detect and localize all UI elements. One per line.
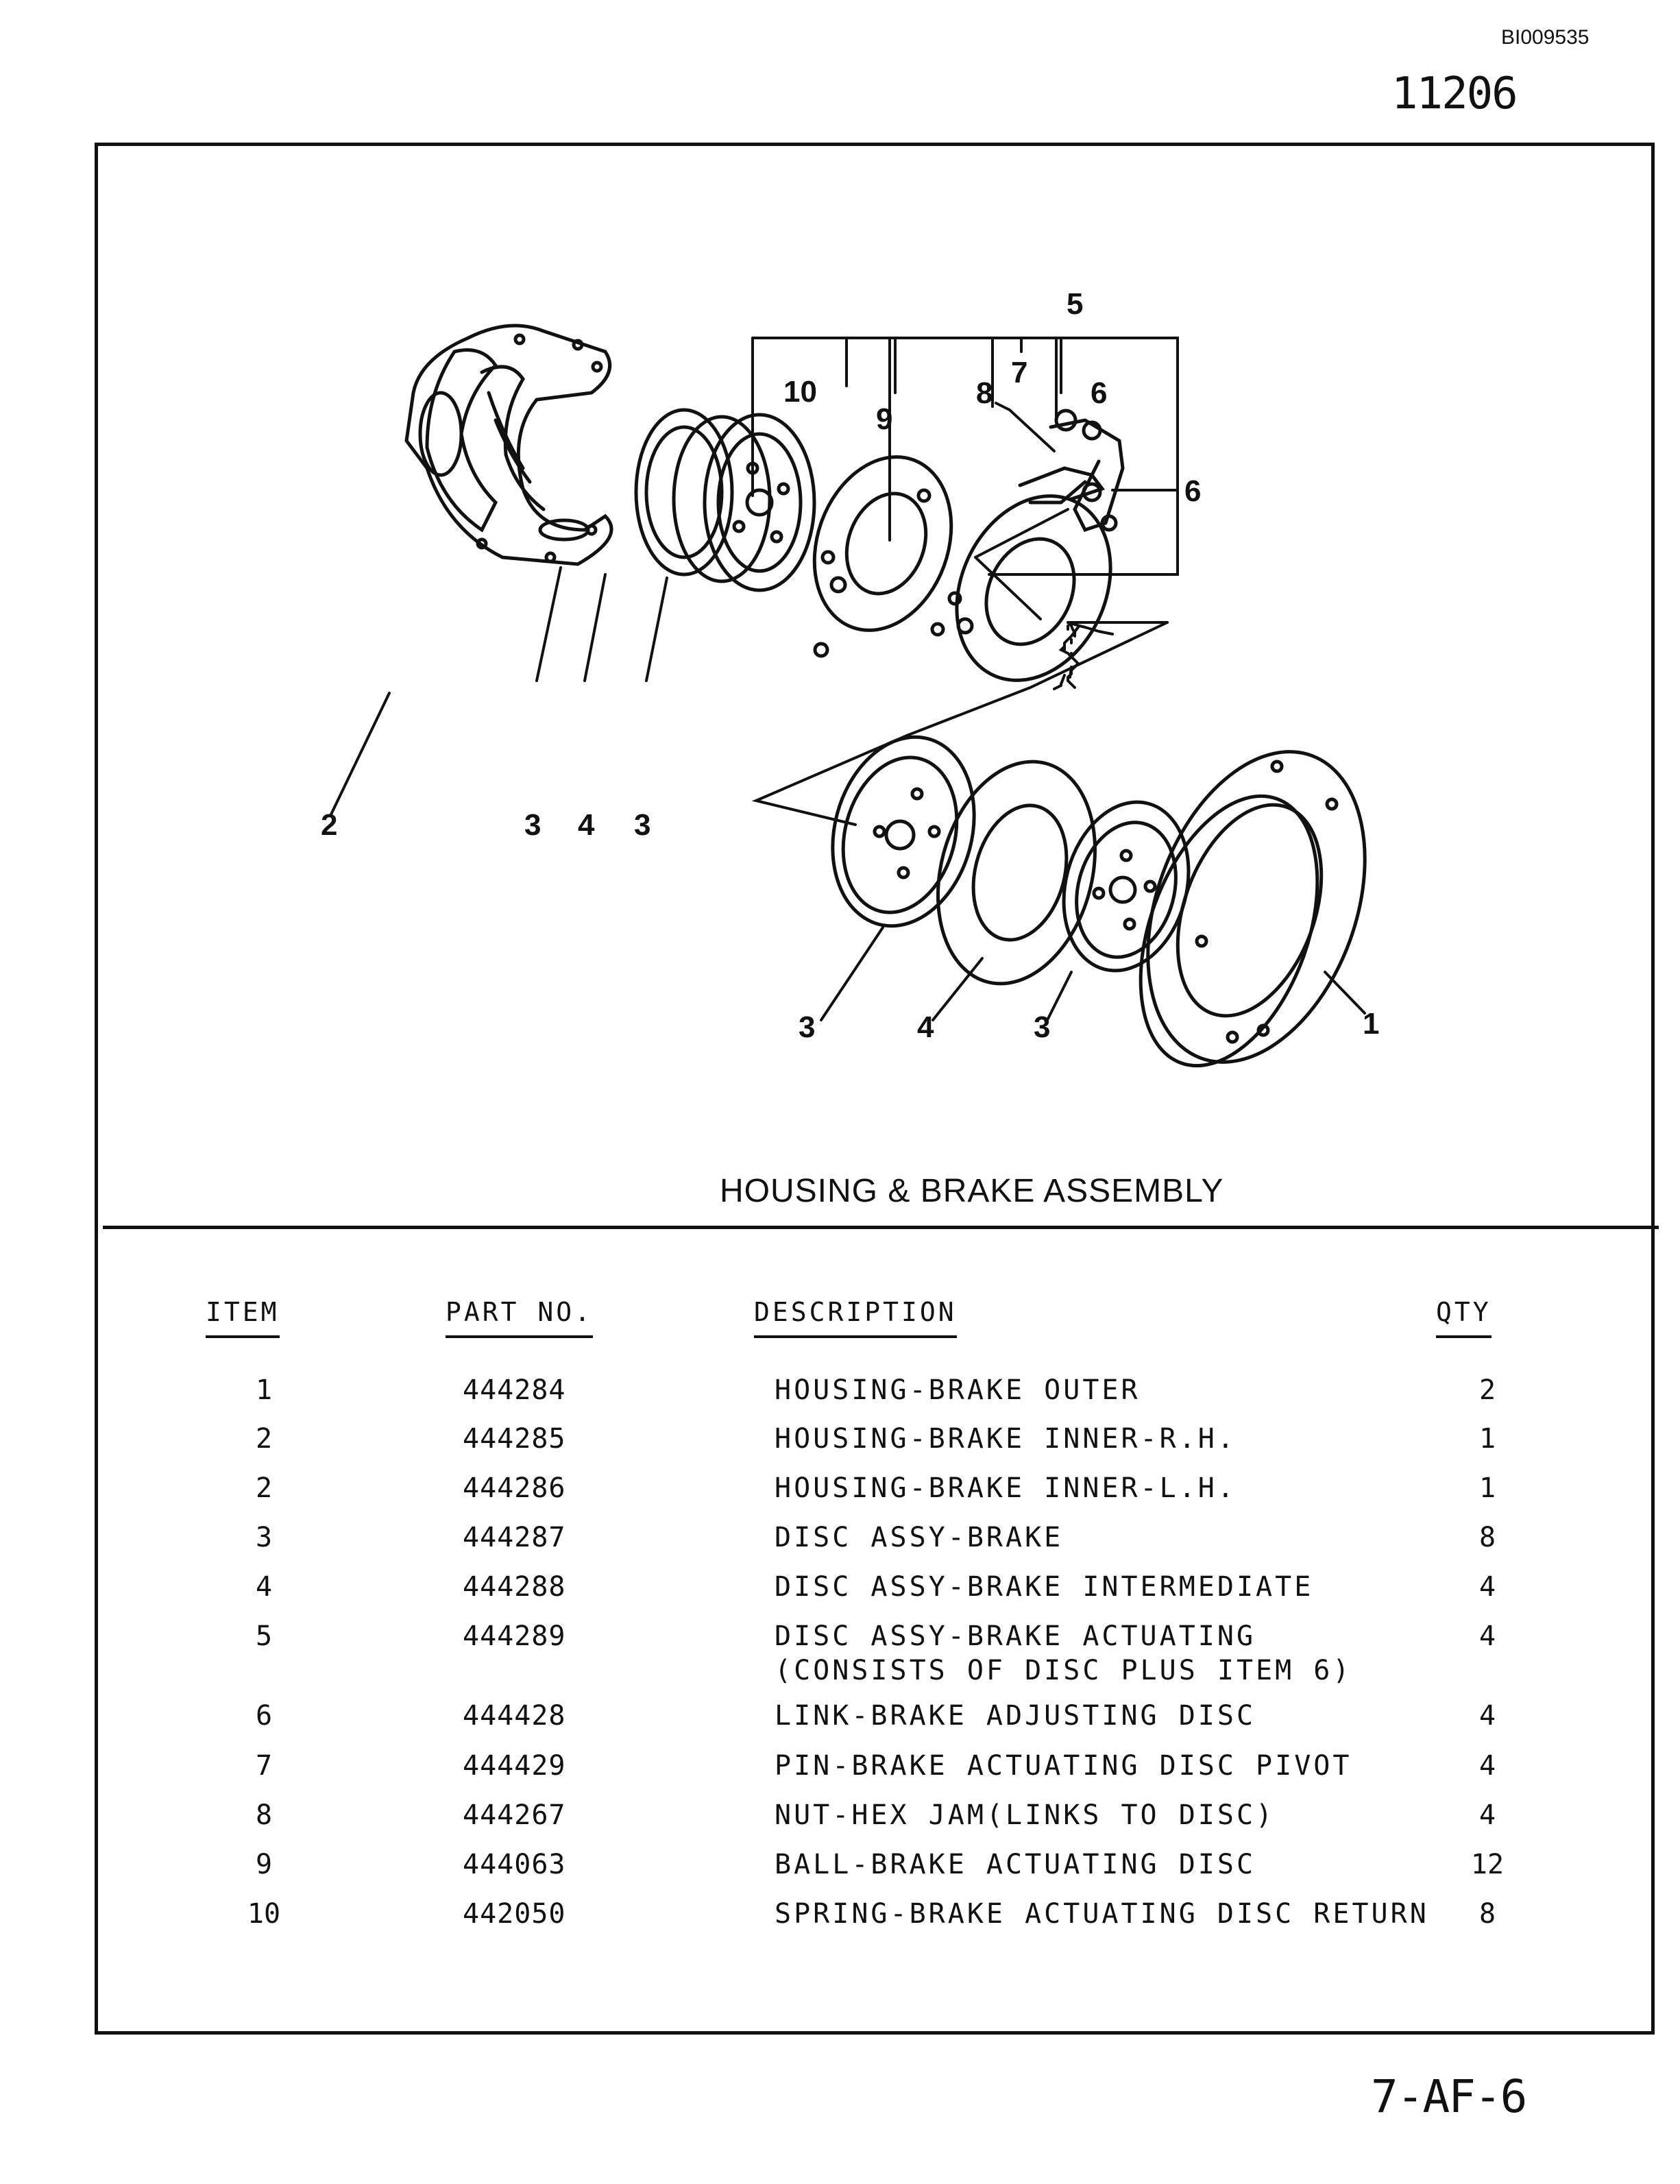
qty-cell: 4 [1478, 1571, 1496, 1603]
qty-cell: 8 [1478, 1898, 1496, 1930]
description-cell: BALL-BRAKE ACTUATING DISC [775, 1849, 1256, 1880]
qty-cell: 4 [1478, 1700, 1496, 1732]
part-number-cell: 444286 [463, 1472, 566, 1504]
actuating-disc-assembly-drawing [812, 409, 1125, 682]
callout-labels: 5 10 9 8 7 6 6 2 3 4 3 3 4 3 1 [321, 287, 1379, 1044]
part-number-cell: 442050 [463, 1898, 566, 1930]
part-number-cell: 444285 [463, 1423, 566, 1455]
description-cell: HOUSING-BRAKE OUTER [775, 1374, 1141, 1406]
description-cell: SPRING-BRAKE ACTUATING DISC RETURN [775, 1898, 1429, 1930]
description-cell: DISC ASSY-BRAKE INTERMEDIATE [775, 1571, 1314, 1603]
table-row: 4 444288 DISC ASSY-BRAKE INTERMEDIATE 4 [0, 1571, 1680, 1612]
item-cell: 10 [247, 1898, 281, 1930]
table-row: 2 444286 HOUSING-BRAKE INNER-L.H. 1 [0, 1472, 1680, 1514]
item-cell: 3 [255, 1522, 273, 1553]
part-number-cell: 444288 [463, 1571, 566, 1603]
part-number-cell: 444429 [463, 1750, 566, 1782]
item-cell: 1 [255, 1374, 273, 1406]
disc-pack-drawing [634, 408, 816, 592]
description-cell: HOUSING-BRAKE INNER-R.H. [775, 1423, 1237, 1455]
qty-cell: 4 [1478, 1621, 1496, 1652]
callout-3-lower-right: 3 [1034, 1010, 1050, 1044]
qty-cell: 8 [1478, 1522, 1496, 1553]
lower-disc-stack-drawing [831, 735, 1367, 1068]
table-row: 9 444063 BALL-BRAKE ACTUATING DISC 12 [0, 1849, 1680, 1890]
column-header-item: ITEM [206, 1297, 280, 1338]
exploded-view-svg: 5 10 9 8 7 6 6 2 3 4 3 3 4 3 1 [321, 287, 1379, 1068]
item-cell: 8 [255, 1799, 273, 1831]
column-header-part-no: PART NO. [446, 1297, 594, 1338]
inner-housing-drawing [404, 324, 613, 566]
item-cell: 7 [255, 1750, 273, 1782]
qty-cell: 1 [1478, 1472, 1496, 1504]
part-number-cell: 444289 [463, 1621, 566, 1652]
table-row: 3 444287 DISC ASSY-BRAKE 8 [0, 1522, 1680, 1563]
figure-title: HOUSING & BRAKE ASSEMBLY [720, 1173, 1224, 1209]
description-cell: HOUSING-BRAKE INNER-L.H. [775, 1472, 1237, 1504]
part-number-cell: 444428 [463, 1700, 566, 1732]
callout-3-left: 3 [524, 808, 541, 842]
figure-frame [95, 143, 1655, 2035]
description-continuation-cell: (CONSISTS OF DISC PLUS ITEM 6) [775, 1655, 1352, 1686]
footer-code: 7-AF-6 [1371, 2070, 1527, 2123]
callout-8: 8 [976, 376, 993, 410]
callout-6-side: 6 [1184, 474, 1201, 508]
description-cell: PIN-BRAKE ACTUATING DISC PIVOT [775, 1750, 1352, 1782]
callout-7: 7 [1011, 356, 1027, 389]
table-row: 5 444289 DISC ASSY-BRAKE ACTUATING(CONSIST… [0, 1621, 1680, 1686]
column-header-description: DESCRIPTION [754, 1297, 957, 1338]
part-number-cell: 444287 [463, 1522, 566, 1553]
item-cell: 4 [255, 1571, 273, 1603]
qty-cell: 4 [1478, 1750, 1496, 1782]
table-row: 6 444428 LINK-BRAKE ADJUSTING DISC 4 [0, 1700, 1680, 1741]
qty-cell: 1 [1478, 1423, 1496, 1455]
table-row: 7 444429 PIN-BRAKE ACTUATING DISC PIVOT 4 [0, 1750, 1680, 1791]
qty-cell: 12 [1470, 1849, 1505, 1880]
qty-cell: 2 [1478, 1374, 1496, 1406]
page-number: 11206 [1391, 69, 1518, 119]
item-cell: 9 [255, 1849, 273, 1880]
leader-lines [330, 337, 1366, 1021]
callout-4-upper: 4 [578, 808, 595, 842]
callout-3-right: 3 [634, 808, 650, 842]
qty-cell: 4 [1478, 1799, 1496, 1831]
description-cell: DISC ASSY-BRAKE [775, 1522, 1064, 1553]
callout-1: 1 [1363, 1007, 1379, 1041]
description-cell: DISC ASSY-BRAKE ACTUATING [775, 1621, 1256, 1652]
table-row: 2 444285 HOUSING-BRAKE INNER-R.H. 1 [0, 1423, 1680, 1464]
callout-5: 5 [1067, 287, 1083, 321]
callout-4-lower: 4 [917, 1010, 934, 1044]
item-cell: 5 [255, 1621, 273, 1652]
table-row: 10 442050 SPRING-BRAKE ACTUATING DISC RETU… [0, 1898, 1680, 1939]
table-row: 1 444284 HOUSING-BRAKE OUTER 2 [0, 1374, 1680, 1416]
column-header-qty: QTY [1436, 1297, 1492, 1338]
callout-6-top: 6 [1091, 376, 1107, 410]
part-number-cell: 444063 [463, 1849, 566, 1880]
part-number-cell: 444267 [463, 1799, 566, 1831]
item-cell: 2 [255, 1472, 273, 1504]
document-id: BI009535 [1501, 26, 1590, 49]
section-divider [103, 1226, 1659, 1229]
callout-9: 9 [876, 402, 892, 436]
callout-10: 10 [783, 375, 817, 409]
callout-3-lower-left: 3 [799, 1010, 815, 1044]
part-number-cell: 444284 [463, 1374, 566, 1406]
item-cell: 6 [255, 1700, 273, 1732]
item-cell: 2 [255, 1423, 273, 1455]
table-row: 8 444267 NUT-HEX JAM(LINKS TO DISC) 4 [0, 1799, 1680, 1841]
callout-2: 2 [321, 808, 337, 842]
description-cell: NUT-HEX JAM(LINKS TO DISC) [775, 1799, 1276, 1831]
exploded-view-illustration: 5 10 9 8 7 6 6 2 3 4 3 3 4 3 1 [98, 146, 1651, 1222]
description-cell: LINK-BRAKE ADJUSTING DISC [775, 1700, 1256, 1732]
